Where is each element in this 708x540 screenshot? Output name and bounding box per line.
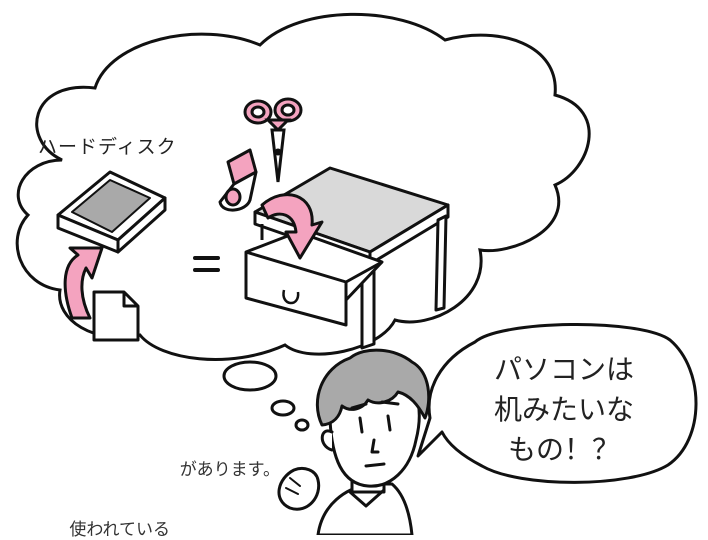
speech-bubble (416, 322, 698, 484)
body-text-line-1: があります。 (179, 460, 280, 480)
scissors-icon (243, 97, 303, 183)
stapler-icon (218, 148, 258, 212)
hard-disk-label: ハードディスク (38, 136, 177, 158)
speech-line-3: もの！？ (507, 433, 620, 466)
store-arrow-icon (260, 193, 324, 260)
body-text-line-2: 使われている (69, 520, 170, 540)
upload-arrow-icon (63, 246, 104, 320)
speech-line-2: 机みたいな (493, 393, 634, 426)
equals-sign (193, 256, 220, 272)
speech-line-1: パソコンは (493, 353, 634, 386)
thought-dot-medium (270, 399, 296, 417)
person-illustration (277, 348, 431, 535)
thought-dot-large (222, 360, 278, 392)
thought-dot-small (294, 418, 310, 432)
hard-disk-icon (56, 170, 167, 254)
speech-text: パソコンは 机みたいな もの！？ (484, 350, 644, 470)
document-icon (92, 290, 140, 342)
